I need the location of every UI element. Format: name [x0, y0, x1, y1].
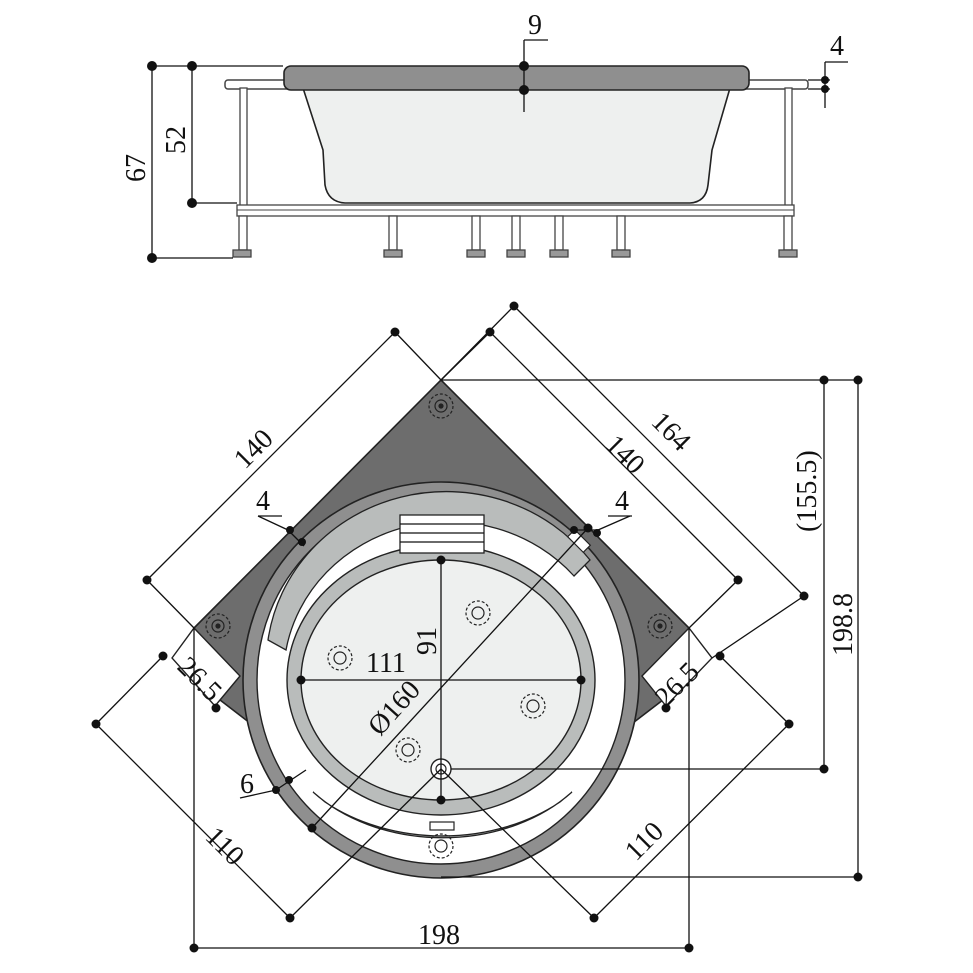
dim-wall-left: 4 [256, 486, 270, 517]
dim-front-left: 110 [199, 821, 250, 872]
side-view: 9 4 67 52 [121, 10, 848, 263]
dim-side-left: 140 [228, 423, 280, 475]
dim-rim-height: 9 [528, 10, 542, 41]
dim-drain-offset: (155.5) [792, 450, 823, 532]
legs [232, 215, 798, 258]
dim-side-right: 140 [599, 429, 651, 481]
overflow-slot [429, 821, 455, 831]
dim-total-depth: 198.8 [828, 593, 859, 656]
dim-inner-depth: 91 [412, 627, 443, 655]
tub-rim-side [283, 65, 750, 91]
dim-total-width: 198 [418, 920, 460, 951]
corner-plate-left [171, 626, 241, 708]
dim-diagonal-outer: 164 [645, 406, 697, 458]
seat-band [267, 490, 591, 652]
dim-overall-height: 67 [121, 154, 152, 182]
dim-lip-thickness: 4 [830, 31, 844, 62]
dim-wall-right: 4 [615, 486, 629, 517]
seat-band-front [312, 791, 573, 839]
dim-basin-depth: 52 [161, 126, 192, 154]
dim-front-right: 110 [619, 816, 670, 867]
headrest-icon [399, 514, 485, 554]
jet-icon [205, 393, 673, 859]
tub-basin-side [301, 87, 732, 204]
dim-rim-width: 6 [240, 769, 254, 800]
dim-inner-width: 111 [366, 648, 406, 679]
side-slot [566, 528, 592, 554]
top-view: 111 91 Ø160 140 140 164 4 [91, 301, 863, 953]
